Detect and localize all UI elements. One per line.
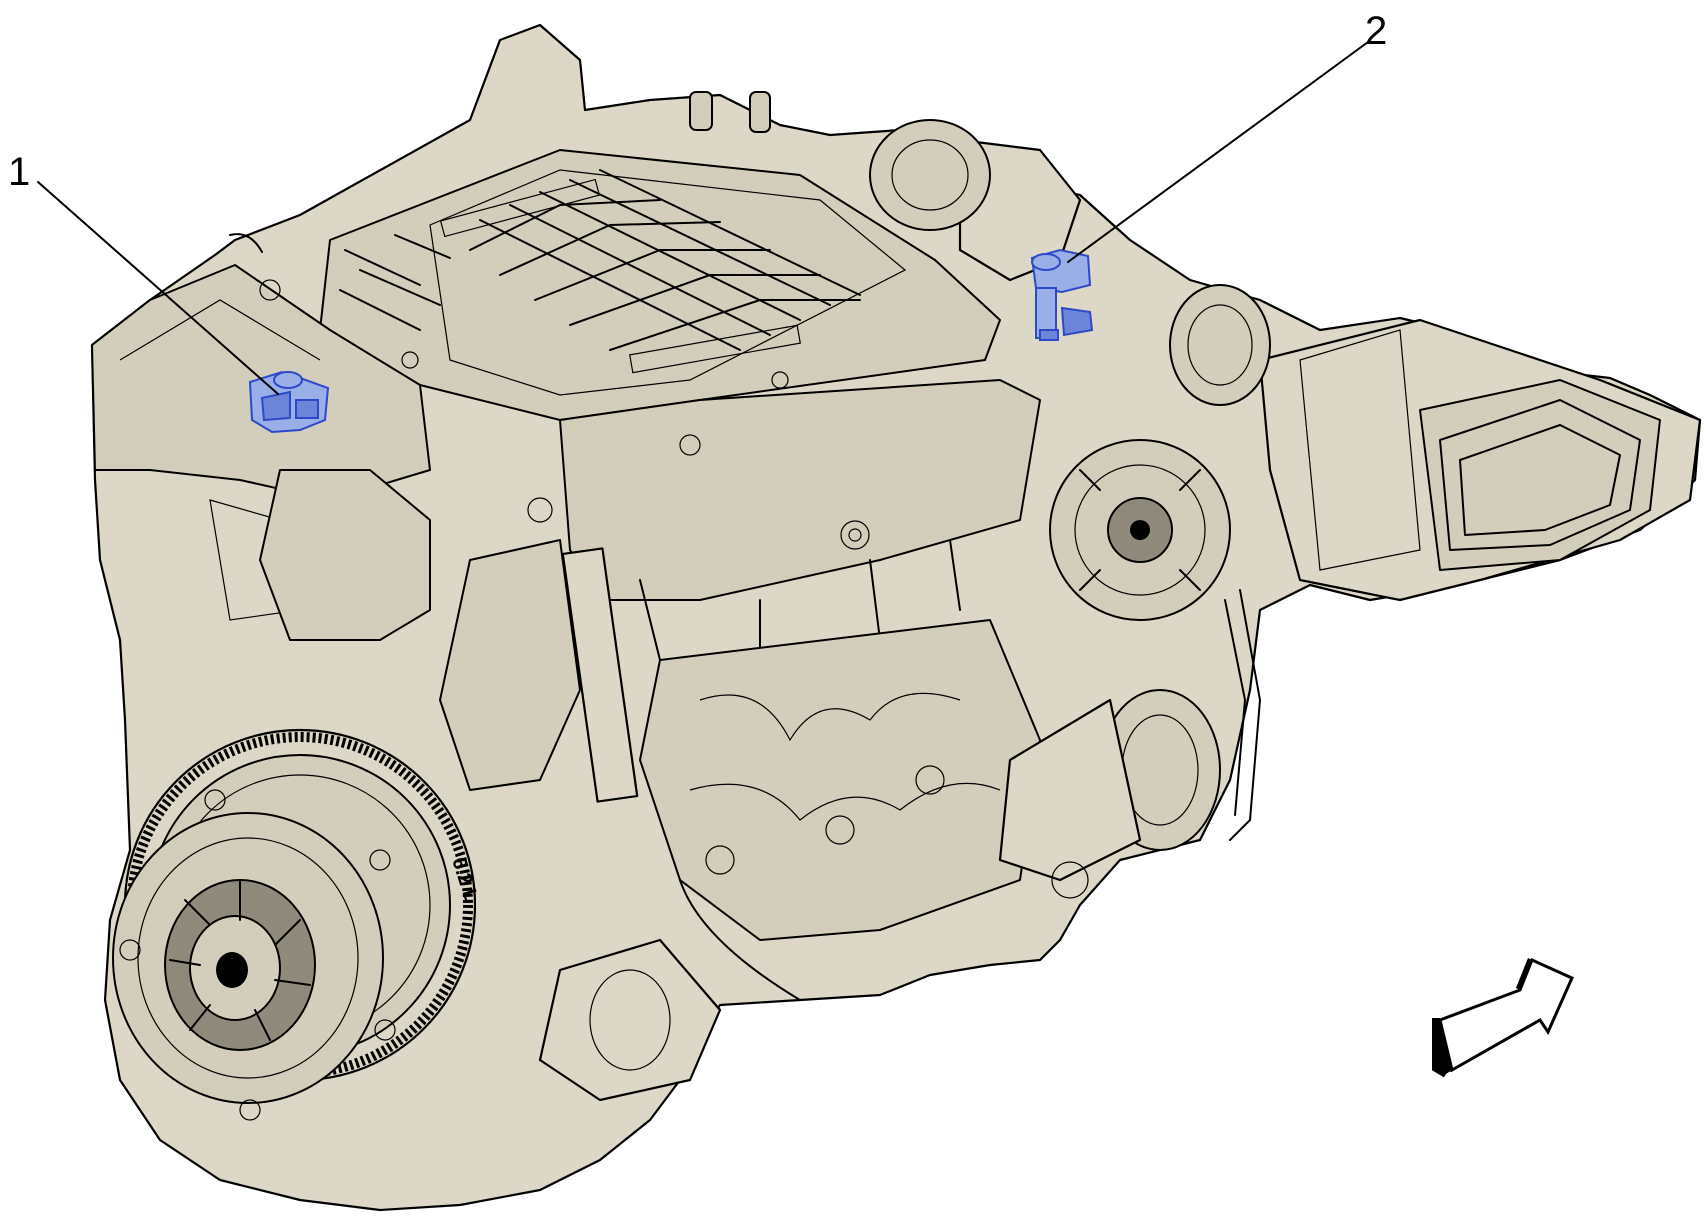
highlighted-sensor-2 xyxy=(1030,248,1094,341)
callout-1: 1 xyxy=(8,150,279,395)
air-intake-duct xyxy=(1169,284,1702,602)
engine-assembly xyxy=(90,23,1702,1212)
flywheel-clutch: 6.2 L xyxy=(112,728,482,1121)
intercooler-grid xyxy=(339,169,861,351)
front-direction-arrow-icon xyxy=(1432,957,1574,1078)
callout-2-number: 2 xyxy=(1365,9,1387,53)
alternator xyxy=(1049,439,1231,621)
callout-2: 2 xyxy=(1067,9,1387,263)
callout-1-number: 1 xyxy=(8,150,30,194)
